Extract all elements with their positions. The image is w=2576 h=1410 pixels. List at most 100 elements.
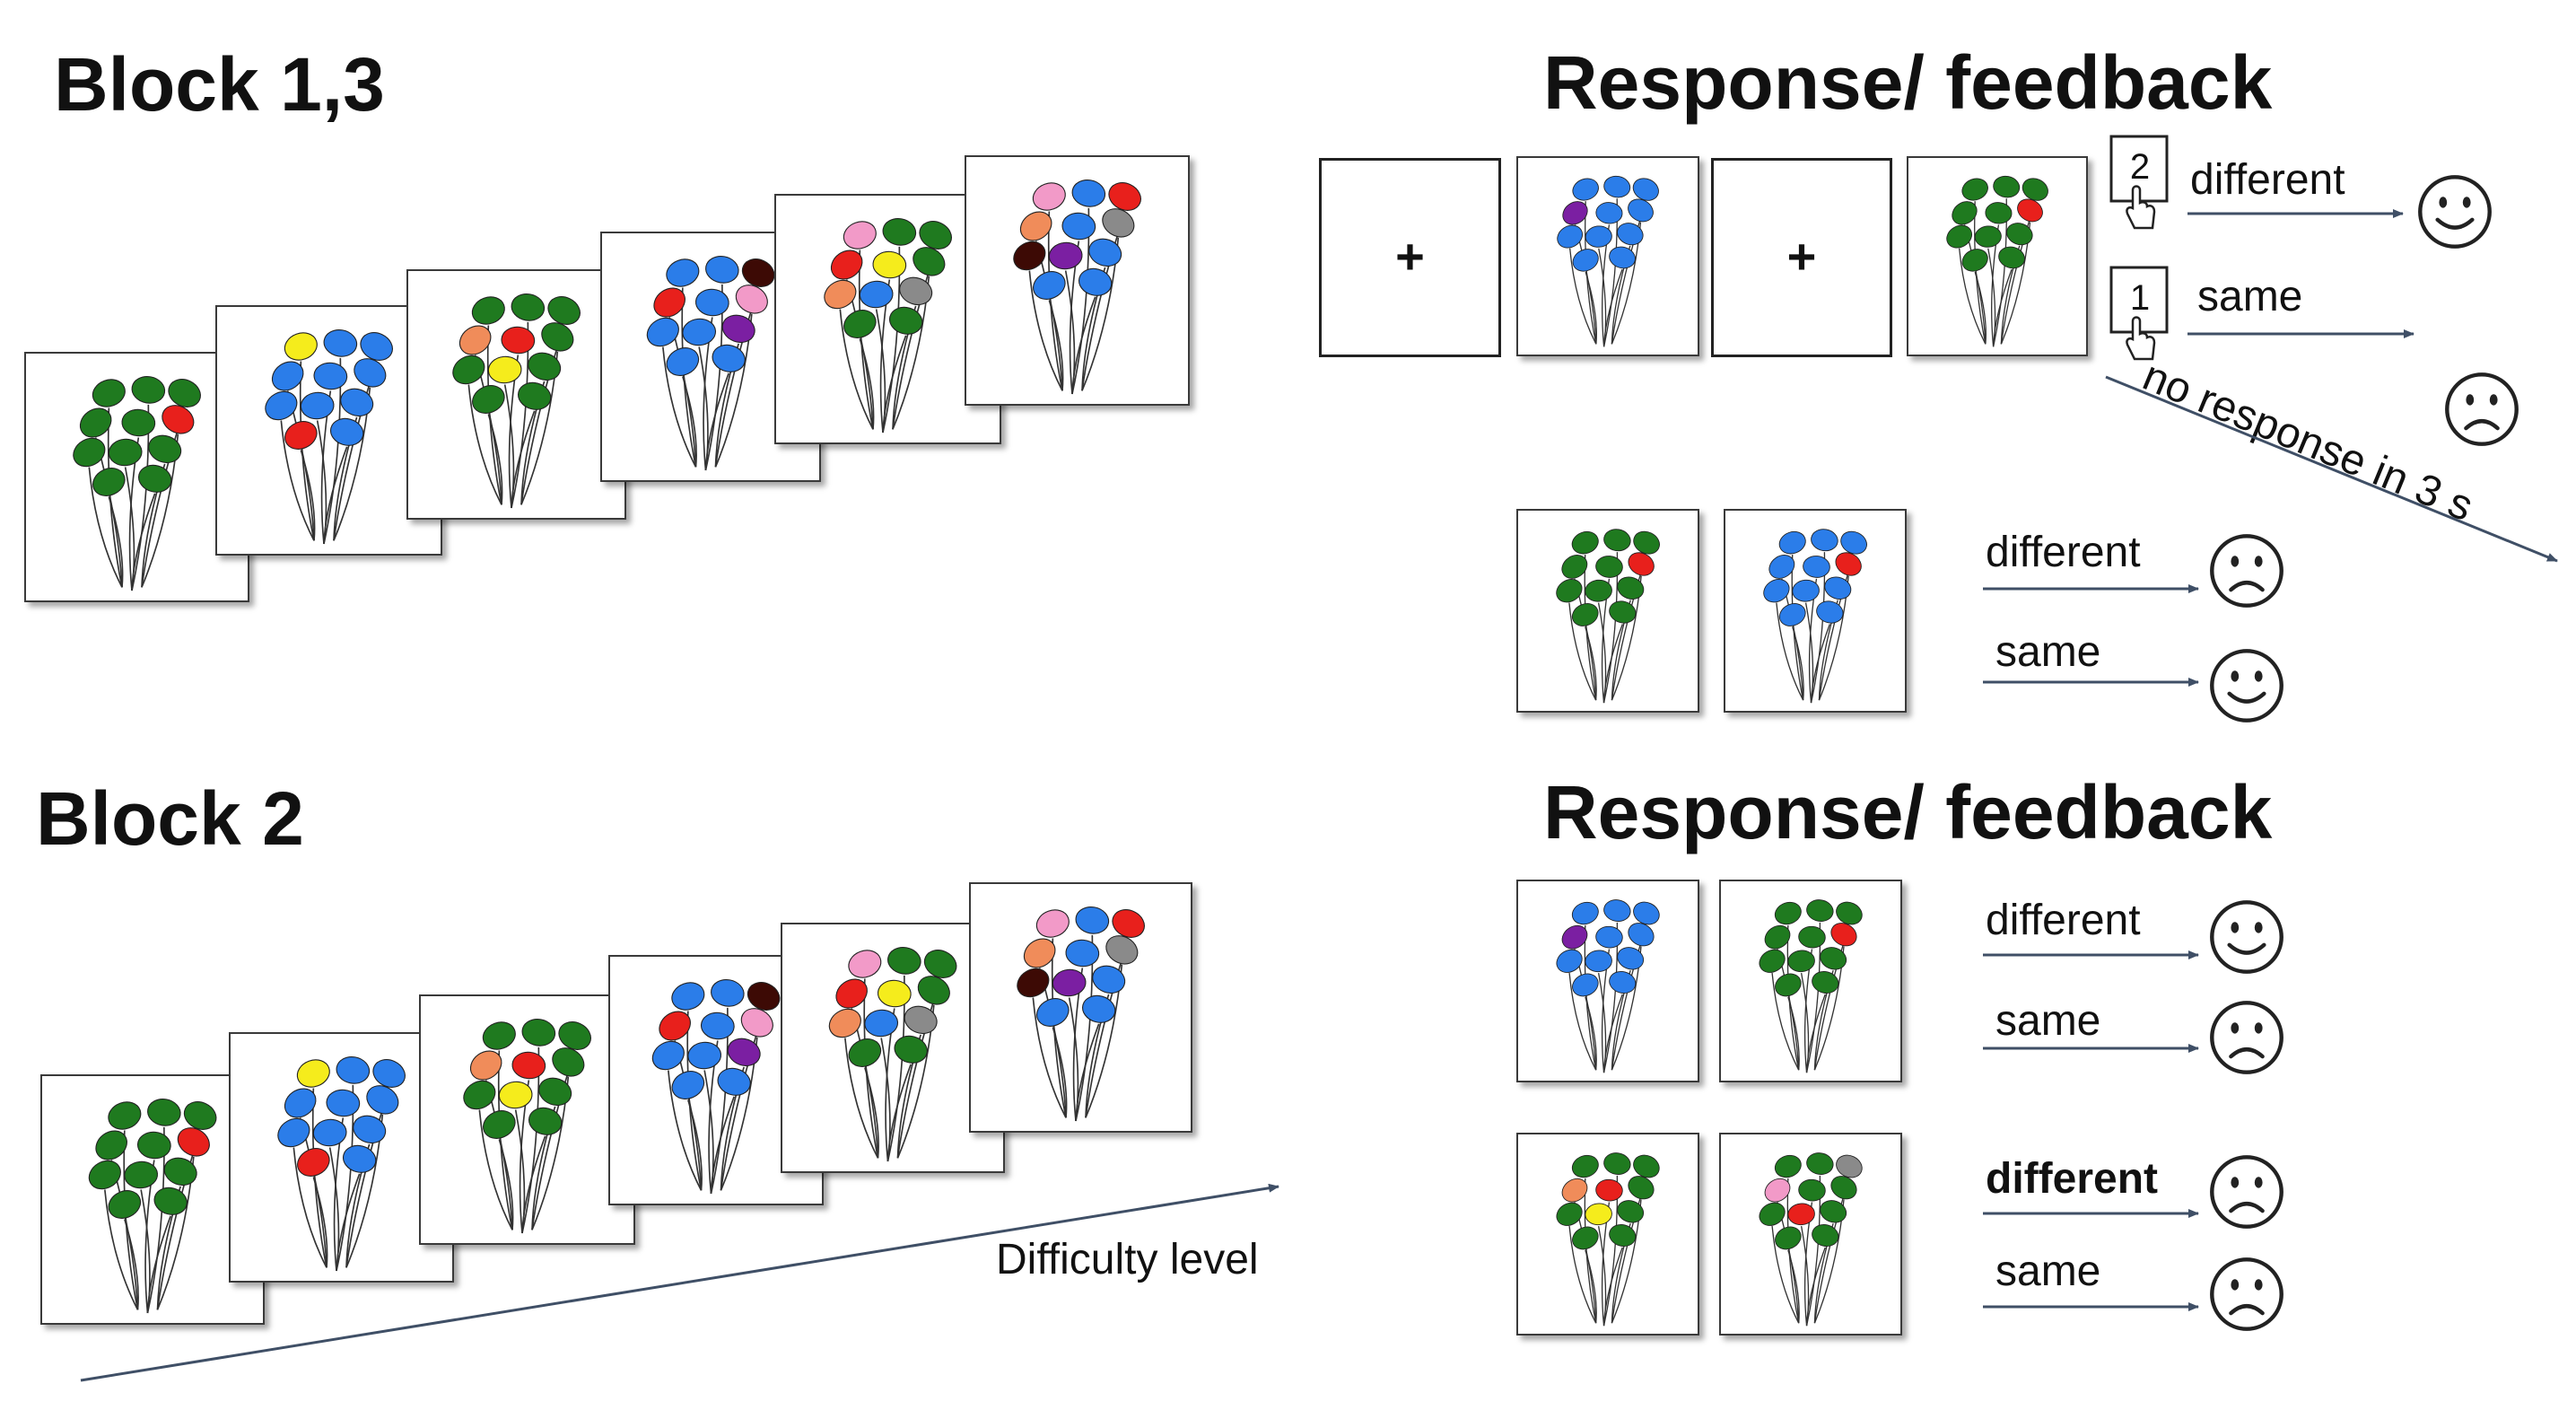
balloon xyxy=(1778,530,1806,555)
balloon xyxy=(659,1011,691,1041)
balloon xyxy=(1585,579,1612,602)
stimulus-card xyxy=(1516,1133,1699,1336)
trial-same-label: same xyxy=(2197,273,2303,320)
balloon xyxy=(711,978,745,1007)
balloon xyxy=(372,1059,406,1088)
balloon xyxy=(1798,1178,1826,1202)
stimulus-card xyxy=(40,1074,265,1325)
balloon xyxy=(1603,529,1631,552)
balloon xyxy=(1609,600,1637,624)
balloon xyxy=(124,1160,159,1189)
balloon xyxy=(284,1088,317,1118)
balloon xyxy=(843,310,877,338)
balloon xyxy=(1048,241,1083,270)
balloon xyxy=(1609,246,1636,269)
balloon xyxy=(1820,1200,1847,1223)
balloon xyxy=(1985,202,2013,224)
balloon xyxy=(1768,555,1795,579)
trial-different-label: different xyxy=(2190,156,2345,204)
balloon xyxy=(917,976,950,1005)
balloon xyxy=(1033,271,1066,300)
balloon xyxy=(1585,1203,1612,1226)
balloon xyxy=(313,362,348,390)
balloon xyxy=(265,390,298,421)
balloon xyxy=(1556,949,1583,973)
balloon xyxy=(824,279,857,310)
balloon xyxy=(1617,1200,1645,1223)
balloon xyxy=(1628,198,1654,223)
balloon xyxy=(1035,909,1070,938)
balloon xyxy=(712,344,746,372)
balloon-bouquet xyxy=(463,1018,591,1234)
balloon xyxy=(547,296,581,325)
balloon xyxy=(2022,178,2048,201)
balloon xyxy=(889,306,923,335)
balloon xyxy=(904,1005,938,1035)
balloon xyxy=(1571,1154,1599,1178)
balloon xyxy=(1595,925,1623,949)
balloon xyxy=(1013,241,1046,271)
balloon xyxy=(1556,579,1583,603)
balloon xyxy=(1061,212,1096,241)
balloon xyxy=(1774,901,1802,925)
fixation-screen: + xyxy=(1711,158,1892,357)
balloon xyxy=(511,1051,546,1080)
balloon xyxy=(1557,224,1584,249)
balloon xyxy=(1078,267,1113,296)
balloon xyxy=(501,326,536,355)
balloon xyxy=(1603,175,1631,198)
no-response-arrow xyxy=(2105,375,2558,563)
balloon xyxy=(1585,950,1612,973)
stimulus-card xyxy=(774,194,1001,444)
balloon xyxy=(1088,238,1122,267)
response-feedback-title-top: Response/ feedback xyxy=(1543,40,2273,125)
balloon xyxy=(1571,901,1599,925)
balloon xyxy=(1824,576,1852,600)
key-1-icon: 1 xyxy=(2109,266,2170,364)
balloon xyxy=(300,391,335,420)
balloon xyxy=(312,1118,347,1147)
balloon xyxy=(1082,994,1116,1023)
happy-face-icon xyxy=(2415,172,2494,251)
balloon xyxy=(877,979,912,1008)
balloon-bouquet xyxy=(828,946,957,1162)
key-2-label: 2 xyxy=(2129,147,2151,187)
balloon xyxy=(487,355,522,384)
balloon xyxy=(1633,530,1660,555)
balloon xyxy=(1617,223,1644,246)
balloon xyxy=(183,1101,217,1130)
balloon xyxy=(284,421,318,450)
balloon xyxy=(518,381,552,410)
balloon xyxy=(1102,208,1135,238)
stimulus-card xyxy=(229,1032,454,1283)
balloon xyxy=(1023,938,1056,968)
balloon xyxy=(1778,603,1806,626)
stimulus-card xyxy=(419,994,635,1245)
balloon-bouquet xyxy=(1763,529,1867,704)
balloon xyxy=(747,982,781,1011)
fixation-cross: + xyxy=(1786,228,1817,285)
balloon xyxy=(121,408,156,437)
block-2-title: Block 2 xyxy=(36,776,304,861)
balloon xyxy=(651,1040,685,1071)
balloon xyxy=(1036,998,1070,1027)
balloon-bouquet xyxy=(88,1098,217,1314)
balloon xyxy=(1019,211,1052,241)
balloon xyxy=(694,288,729,317)
balloon xyxy=(653,287,685,318)
example2-same-label: same xyxy=(1995,997,2101,1045)
balloon xyxy=(458,325,492,355)
balloon xyxy=(354,358,387,388)
balloon-bouquet xyxy=(1013,179,1141,395)
balloon xyxy=(1812,1223,1839,1247)
stimulus-card xyxy=(1724,509,1907,713)
balloon xyxy=(887,946,921,975)
balloon xyxy=(835,978,868,1009)
balloon xyxy=(521,1018,556,1047)
balloon xyxy=(1803,556,1830,578)
balloon-bouquet xyxy=(1556,899,1660,1073)
stimulus-card xyxy=(1516,509,1699,713)
balloon xyxy=(1595,202,1623,224)
balloon xyxy=(1806,899,1834,922)
